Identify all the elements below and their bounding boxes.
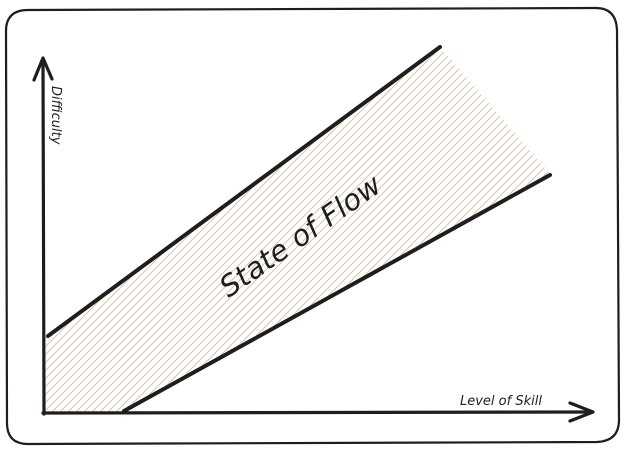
y-axis-label: Difficulty <box>48 86 63 145</box>
x-axis-arrowhead <box>568 401 595 423</box>
hatch-line <box>359 47 551 412</box>
hatch-line <box>600 20 625 440</box>
hatch-line <box>167 47 551 412</box>
hatch-line <box>552 20 625 440</box>
hatch-line <box>207 47 551 412</box>
x-axis-label: Level of Skill <box>460 394 542 409</box>
hatch-line <box>45 47 237 412</box>
hatch-line <box>592 20 625 440</box>
frame-border <box>4 6 621 446</box>
hatch-line <box>455 47 551 412</box>
hatch-line <box>199 47 551 412</box>
hatch-line <box>407 47 551 412</box>
hatch-line <box>45 47 261 412</box>
hatch-line <box>95 47 517 412</box>
hatch-line <box>447 47 551 412</box>
hatch-line <box>511 47 551 412</box>
hatch-line <box>45 47 429 412</box>
hatch-line <box>303 47 551 412</box>
hatch-line <box>45 47 445 412</box>
hatch-line <box>71 47 493 412</box>
hatch-line <box>87 47 509 412</box>
hatch-line <box>45 47 325 412</box>
x-axis <box>41 410 594 415</box>
hatch-line <box>191 47 551 412</box>
hatch-line <box>383 47 551 412</box>
hatch-line <box>535 47 551 412</box>
hatch-line <box>119 47 541 412</box>
hatch-line <box>45 47 205 412</box>
hatch-line <box>79 47 501 412</box>
hatch-line <box>45 47 149 412</box>
hatch-line <box>335 47 551 412</box>
hatch-line <box>45 47 189 412</box>
upper-boundary-line <box>46 45 442 338</box>
hatch-line <box>45 47 125 412</box>
hatch-line <box>143 47 551 412</box>
hatch-line <box>135 47 551 412</box>
hatch-line <box>45 47 109 412</box>
hatch-line <box>45 47 173 412</box>
hatch-line <box>527 47 551 412</box>
hatch-line <box>463 47 551 412</box>
y-axis <box>41 58 46 416</box>
hatch-line <box>543 47 551 412</box>
hatch-line <box>503 47 551 412</box>
hatch-line <box>45 47 101 412</box>
hatch-line <box>560 20 625 440</box>
hatch-line <box>367 47 551 412</box>
hatch-line <box>479 47 551 412</box>
hatch-line <box>439 47 551 412</box>
hatch-line <box>45 47 309 412</box>
hatch-line <box>45 47 165 412</box>
hatch-line <box>175 47 551 412</box>
hatch-line <box>151 47 551 412</box>
hatch-line <box>319 47 551 412</box>
hatch-line <box>45 47 157 412</box>
hatch-line <box>55 47 477 412</box>
hatch-line <box>111 47 533 412</box>
hatch-line <box>495 47 551 412</box>
y-axis-arrowhead <box>32 56 54 82</box>
hatch-line <box>487 47 551 412</box>
hatch-line <box>45 47 461 412</box>
hatch-line <box>45 47 253 412</box>
hatch-line <box>45 47 421 412</box>
hatch-line <box>45 47 181 412</box>
hatch-line <box>471 47 551 412</box>
hatch-line <box>45 47 269 412</box>
hatch-line <box>45 47 245 412</box>
hatch-line <box>159 47 551 412</box>
hatch-line <box>103 47 525 412</box>
hatch-line <box>45 47 133 412</box>
hatch-line <box>45 47 213 412</box>
hatch-line <box>327 47 551 412</box>
lower-boundary-line <box>122 173 552 413</box>
hatch-line <box>63 47 485 412</box>
hatch-line <box>45 47 437 412</box>
hatch-line <box>519 47 551 412</box>
hatch-line <box>391 47 551 412</box>
hatch-line <box>47 47 469 412</box>
hatch-line <box>45 47 117 412</box>
hatch-line <box>45 47 413 412</box>
